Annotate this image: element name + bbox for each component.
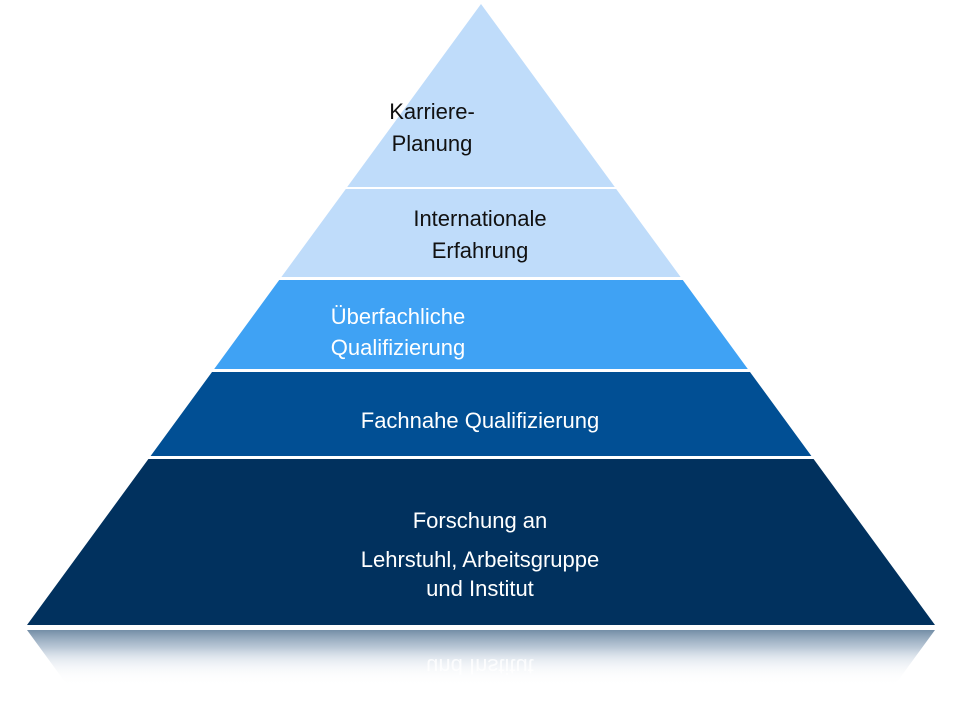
- pyramid-tier-forschung: Forschung an Lehrstuhl, Arbeitsgruppe und …: [27, 459, 935, 625]
- pyramid-tiers: Karriere- PlanungInternationaleErfahrungÜ…: [27, 4, 935, 625]
- tier-shape-ueberfachlich: [214, 280, 748, 369]
- pyramid-reflection: und Institut: [0, 630, 960, 690]
- tier-shape-international: [281, 189, 681, 277]
- tier-label-ueberfachlich-line-2: Qualifizierung: [331, 335, 466, 360]
- tier-label-international-line-2: Erfahrung: [432, 238, 529, 263]
- pyramid-tier-fachnah: Fachnahe Qualifizierung: [150, 372, 812, 456]
- tier-label-forschung-line-2: Lehrstuhl, Arbeitsgruppe: [361, 547, 600, 572]
- tier-label-forschung-line-3: und Institut: [426, 576, 534, 601]
- tier-label-karriere-line-2: Planung: [392, 131, 473, 156]
- tier-label-karriere-line-1: Karriere-: [389, 99, 475, 124]
- tier-label-international-line-1: Internationale: [413, 206, 546, 231]
- reflection-fade: [0, 648, 960, 690]
- pyramid-tier-karriere: Karriere- Planung: [347, 4, 615, 187]
- tier-label-ueberfachlich-line-1: Überfachliche: [331, 304, 466, 329]
- tier-shape-forschung: [27, 459, 935, 625]
- tier-label-fachnah-line-1: Fachnahe Qualifizierung: [361, 408, 599, 433]
- tier-shape-fachnah: [150, 372, 812, 456]
- tier-label-forschung-line-1: Forschung an: [413, 508, 548, 533]
- tier-shape-karriere: [347, 4, 615, 187]
